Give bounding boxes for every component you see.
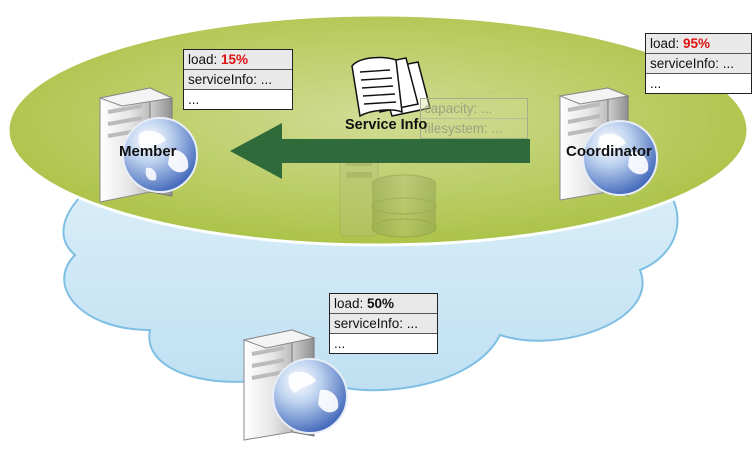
member-load-row: load: 15% bbox=[184, 50, 292, 70]
coordinator-load-value: 95% bbox=[683, 36, 711, 51]
node3-info-table: load: 50% serviceInfo: ... ... bbox=[329, 293, 438, 354]
coordinator-load-row: load: 95% bbox=[646, 34, 751, 54]
document-icon bbox=[351, 56, 431, 118]
node3-load-label: load: bbox=[334, 296, 368, 311]
node3-serviceinfo-row: serviceInfo: ... bbox=[330, 314, 437, 334]
coordinator-label: Coordinator bbox=[566, 143, 652, 160]
storage-server-icon bbox=[339, 149, 437, 238]
coordinator-info-table: load: 95% serviceInfo: ... ... bbox=[645, 33, 752, 94]
member-label: Member bbox=[119, 143, 177, 160]
member-load-label: load: bbox=[188, 52, 222, 67]
service-info-label: Service Info bbox=[345, 117, 428, 133]
member-globe-icon bbox=[122, 117, 198, 193]
member-serviceinfo-row: serviceInfo: ... bbox=[184, 70, 292, 90]
service-info-arrow bbox=[230, 123, 530, 179]
member-ellipsis-row: ... bbox=[184, 90, 292, 109]
coordinator-ellipsis-row: ... bbox=[646, 74, 751, 93]
member-info-table: load: 15% serviceInfo: ... ... bbox=[183, 49, 293, 110]
storage-filesystem-row: filesystem: ... bbox=[424, 121, 503, 136]
storage-info-table: capacity: ... filesystem: ... bbox=[420, 98, 528, 139]
node3-load-row: load: 50% bbox=[330, 294, 437, 314]
coordinator-serviceinfo-row: serviceInfo: ... bbox=[646, 54, 751, 74]
storage-capacity-row: capacity: ... bbox=[421, 99, 527, 119]
node3-ellipsis-row: ... bbox=[330, 334, 437, 353]
coordinator-globe-icon bbox=[582, 120, 658, 196]
member-load-value: 15% bbox=[221, 52, 249, 67]
node3-globe-icon bbox=[272, 358, 348, 434]
node3-load-value: 50% bbox=[367, 296, 395, 311]
coordinator-load-label: load: bbox=[650, 36, 684, 51]
